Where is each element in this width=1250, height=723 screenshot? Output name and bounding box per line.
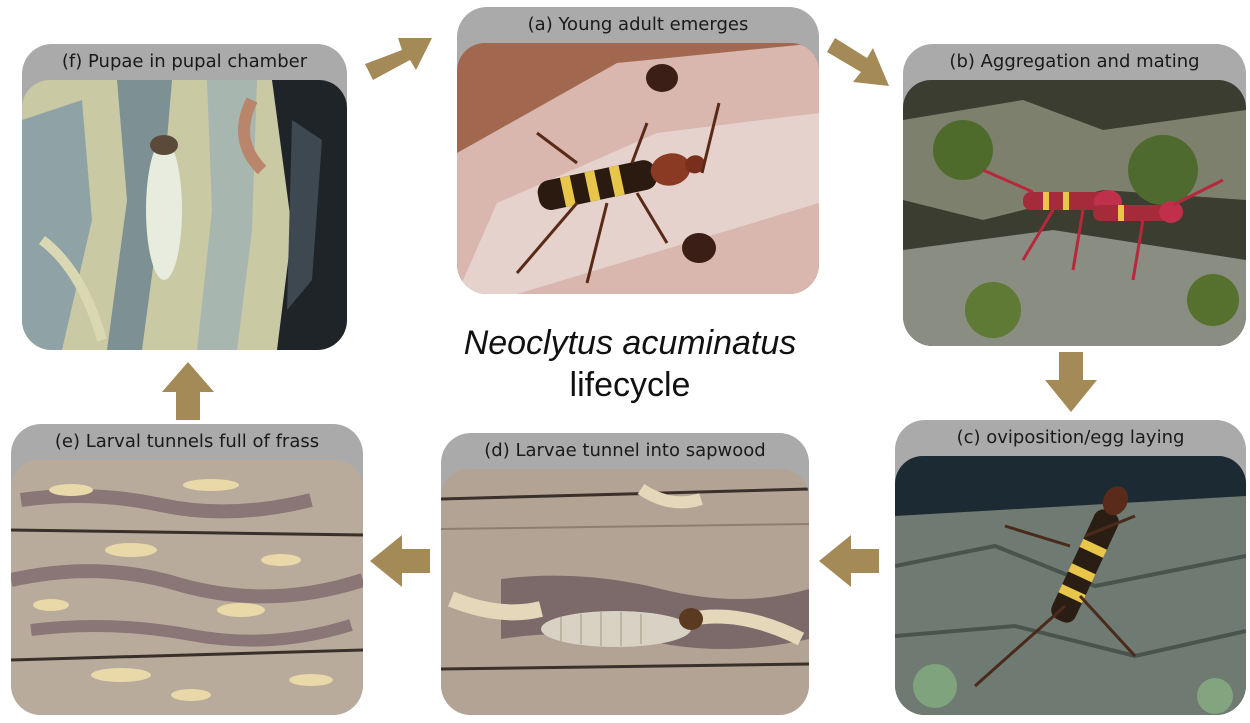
stage-b-label: (b) Aggregation and mating (903, 44, 1246, 80)
lifecycle-word: lifecycle (440, 364, 820, 406)
arrow-a-to-b (823, 30, 893, 90)
stage-e-photo (11, 460, 363, 715)
arrow-f-to-a (360, 28, 435, 86)
stage-e-label: (e) Larval tunnels full of frass (11, 424, 363, 460)
lifecycle-title: Neoclytus acuminatus lifecycle (440, 322, 820, 406)
stage-e-card: (e) Larval tunnels full of frass (11, 424, 363, 715)
arrow-c-to-d (819, 533, 881, 589)
species-name: Neoclytus acuminatus (440, 322, 820, 364)
stage-c-card: (c) oviposition/egg laying (895, 420, 1246, 715)
stage-f-photo (22, 80, 347, 350)
stage-b-card: (b) Aggregation and mating (903, 44, 1246, 346)
stage-d-card: (d) Larvae tunnel into sapwood (441, 433, 809, 715)
stage-f-label: (f) Pupae in pupal chamber (22, 44, 347, 80)
stage-d-label: (d) Larvae tunnel into sapwood (441, 433, 809, 469)
stage-f-card: (f) Pupae in pupal chamber (22, 44, 347, 350)
stage-c-photo (895, 456, 1246, 715)
stage-d-photo (441, 469, 809, 715)
arrow-b-to-c (1043, 352, 1099, 414)
stage-c-label: (c) oviposition/egg laying (895, 420, 1246, 456)
stage-a-label: (a) Young adult emerges (457, 7, 819, 43)
stage-b-photo (903, 80, 1246, 346)
arrow-e-to-f (160, 362, 216, 422)
stage-a-card: (a) Young adult emerges (457, 7, 819, 294)
stage-a-photo (457, 43, 819, 294)
arrow-d-to-e (370, 533, 432, 589)
